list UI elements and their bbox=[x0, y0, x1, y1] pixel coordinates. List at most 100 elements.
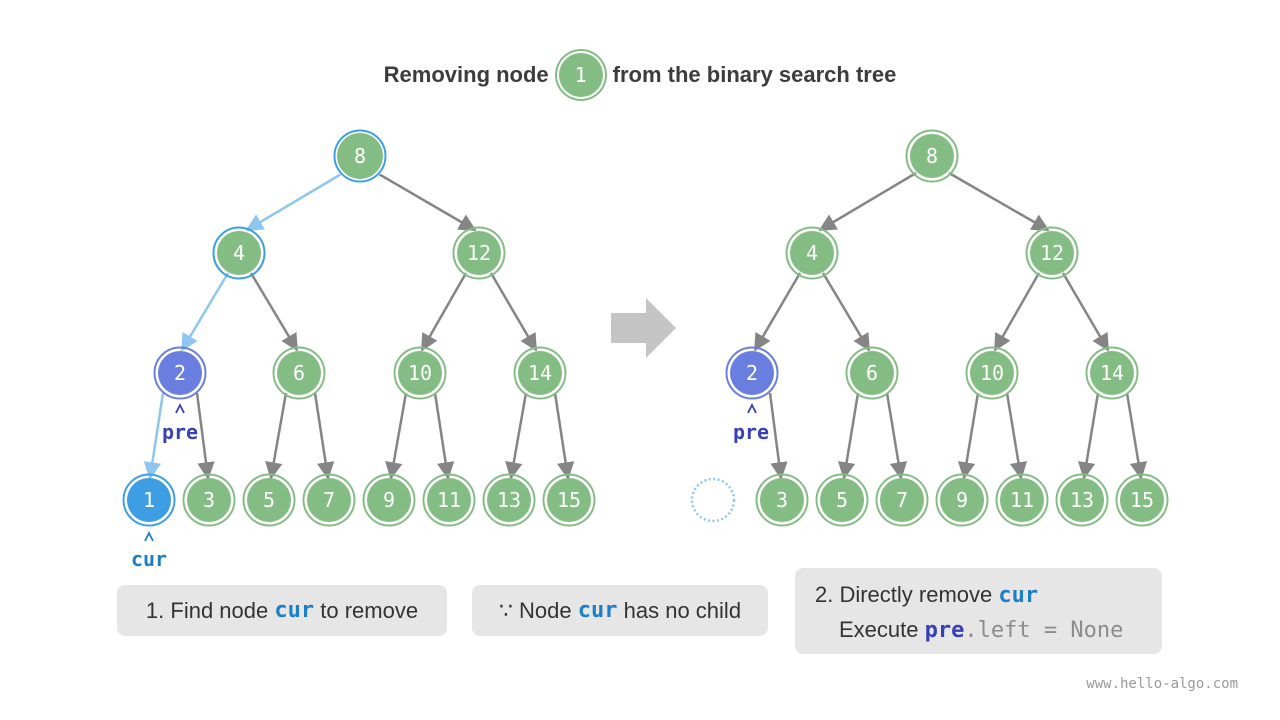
edge-4-6 bbox=[821, 272, 871, 352]
tree-before: 8 4 12 2 6 10 14 bbox=[122, 129, 596, 571]
step-condition-suffix: has no child bbox=[623, 597, 742, 623]
cur-pointer-label: cur bbox=[131, 547, 167, 571]
node-label: 6 bbox=[866, 361, 878, 385]
tree-node: 13 bbox=[482, 473, 536, 527]
edge-8-4 bbox=[245, 171, 344, 232]
node-label: 4 bbox=[233, 241, 245, 265]
watermark: www.hello-algo.com bbox=[1086, 676, 1238, 692]
node-label: 10 bbox=[408, 361, 432, 385]
node-label: 1 bbox=[143, 488, 155, 512]
edge-6-5 bbox=[265, 392, 288, 480]
step-condition-code: cur bbox=[577, 598, 618, 623]
pre-node: 2 bbox=[153, 346, 207, 400]
node-label: 11 bbox=[437, 488, 461, 512]
step-1-prefix: 1. Find node bbox=[145, 597, 269, 623]
tree-node: 6 bbox=[845, 346, 899, 400]
tree-node: 12 bbox=[452, 226, 506, 280]
edge-12-14 bbox=[489, 272, 538, 352]
step-2-prefix: 2. Directly remove bbox=[815, 582, 993, 607]
tree-node: 7 bbox=[875, 473, 929, 527]
edge-10-11 bbox=[433, 392, 455, 480]
tree-node: 10 bbox=[965, 346, 1019, 400]
edge-2-3 bbox=[768, 392, 788, 480]
tree-node: 8 bbox=[905, 129, 959, 183]
pre-pointer-caret-icon bbox=[175, 402, 185, 414]
tree-after-edges bbox=[753, 171, 1148, 480]
step-condition-prefix: ∵ Node bbox=[498, 597, 572, 623]
right-arrow-icon bbox=[611, 298, 676, 358]
tree-node: 11 bbox=[422, 473, 476, 527]
edge-4-6 bbox=[249, 272, 299, 352]
edge-2-3 bbox=[195, 392, 215, 480]
edge-8-12 bbox=[948, 171, 1050, 232]
tree-node: 3 bbox=[182, 473, 236, 527]
step-2-box: 2. Directly remove cur Execute pre.left … bbox=[795, 568, 1162, 654]
node-label: 3 bbox=[776, 488, 788, 512]
tree-node: 15 bbox=[1115, 473, 1169, 527]
edge-10-9 bbox=[957, 392, 980, 480]
tree-node: 8 bbox=[333, 129, 387, 183]
node-label: 9 bbox=[383, 488, 395, 512]
tree-node: 4 bbox=[785, 226, 839, 280]
step-2-execute: Execute bbox=[839, 617, 919, 642]
step-2-code: cur bbox=[998, 583, 1039, 608]
pre-pointer-label: pre bbox=[162, 420, 198, 444]
node-label: 15 bbox=[1130, 488, 1154, 512]
node-label: 7 bbox=[323, 488, 335, 512]
edge-12-14 bbox=[1061, 272, 1110, 352]
node-label: 3 bbox=[203, 488, 215, 512]
tree-node: 11 bbox=[995, 473, 1049, 527]
pre-node: 2 bbox=[725, 346, 779, 400]
title-prefix: Removing node bbox=[383, 62, 549, 87]
step-2-assign-code: .left = None bbox=[964, 618, 1124, 643]
edge-8-4 bbox=[818, 171, 917, 232]
tree-node: 3 bbox=[755, 473, 809, 527]
edge-10-11 bbox=[1005, 392, 1028, 480]
removed-node-placeholder bbox=[690, 477, 736, 523]
edge-14-13 bbox=[505, 392, 528, 480]
node-label: 6 bbox=[293, 361, 305, 385]
edge-6-5 bbox=[837, 392, 860, 480]
edge-8-12 bbox=[376, 171, 477, 232]
tree-node: 4 bbox=[212, 226, 266, 280]
tree-node: 10 bbox=[393, 346, 447, 400]
tree-node: 7 bbox=[302, 473, 356, 527]
edge-6-7 bbox=[313, 392, 335, 480]
node-label: 13 bbox=[1070, 488, 1094, 512]
node-label: 14 bbox=[528, 361, 552, 385]
edge-14-15 bbox=[1125, 392, 1148, 480]
step-1-suffix: to remove bbox=[320, 597, 419, 623]
step-1-code: cur bbox=[274, 598, 315, 623]
step-condition-box: ∵ Node cur has no child bbox=[472, 585, 768, 636]
tree-node: 6 bbox=[272, 346, 326, 400]
title-suffix: from the binary search tree bbox=[612, 62, 897, 87]
tree-node: 9 bbox=[935, 473, 989, 527]
edge-6-7 bbox=[885, 392, 908, 480]
edge-14-15 bbox=[553, 392, 575, 480]
tree-node: 15 bbox=[542, 473, 596, 527]
node-label: 14 bbox=[1100, 361, 1124, 385]
tree-node: 5 bbox=[815, 473, 869, 527]
edge-10-9 bbox=[385, 392, 408, 480]
node-label: 12 bbox=[1040, 241, 1064, 265]
node-label: 13 bbox=[497, 488, 521, 512]
node-label: 5 bbox=[263, 488, 275, 512]
tree-node: 12 bbox=[1025, 226, 1079, 280]
node-label: 4 bbox=[806, 241, 818, 265]
node-label: 15 bbox=[557, 488, 581, 512]
node-label: 2 bbox=[746, 361, 758, 385]
step-2-line-2: Execute pre.left = None bbox=[815, 613, 1162, 648]
node-label: 5 bbox=[836, 488, 848, 512]
node-label: 2 bbox=[174, 361, 186, 385]
node-label: 9 bbox=[956, 488, 968, 512]
edge-4-2 bbox=[753, 272, 802, 352]
edge-12-10 bbox=[993, 272, 1041, 352]
edge-4-2 bbox=[180, 272, 230, 352]
node-label: 10 bbox=[980, 361, 1004, 385]
tree-after: 8 4 12 2 6 10 14 bbox=[690, 129, 1169, 527]
tree-before-edges bbox=[143, 171, 575, 480]
tree-node: 14 bbox=[513, 346, 567, 400]
node-label: 8 bbox=[354, 144, 366, 168]
diagram-title: Removing node 1 from the binary search t… bbox=[0, 52, 1280, 98]
